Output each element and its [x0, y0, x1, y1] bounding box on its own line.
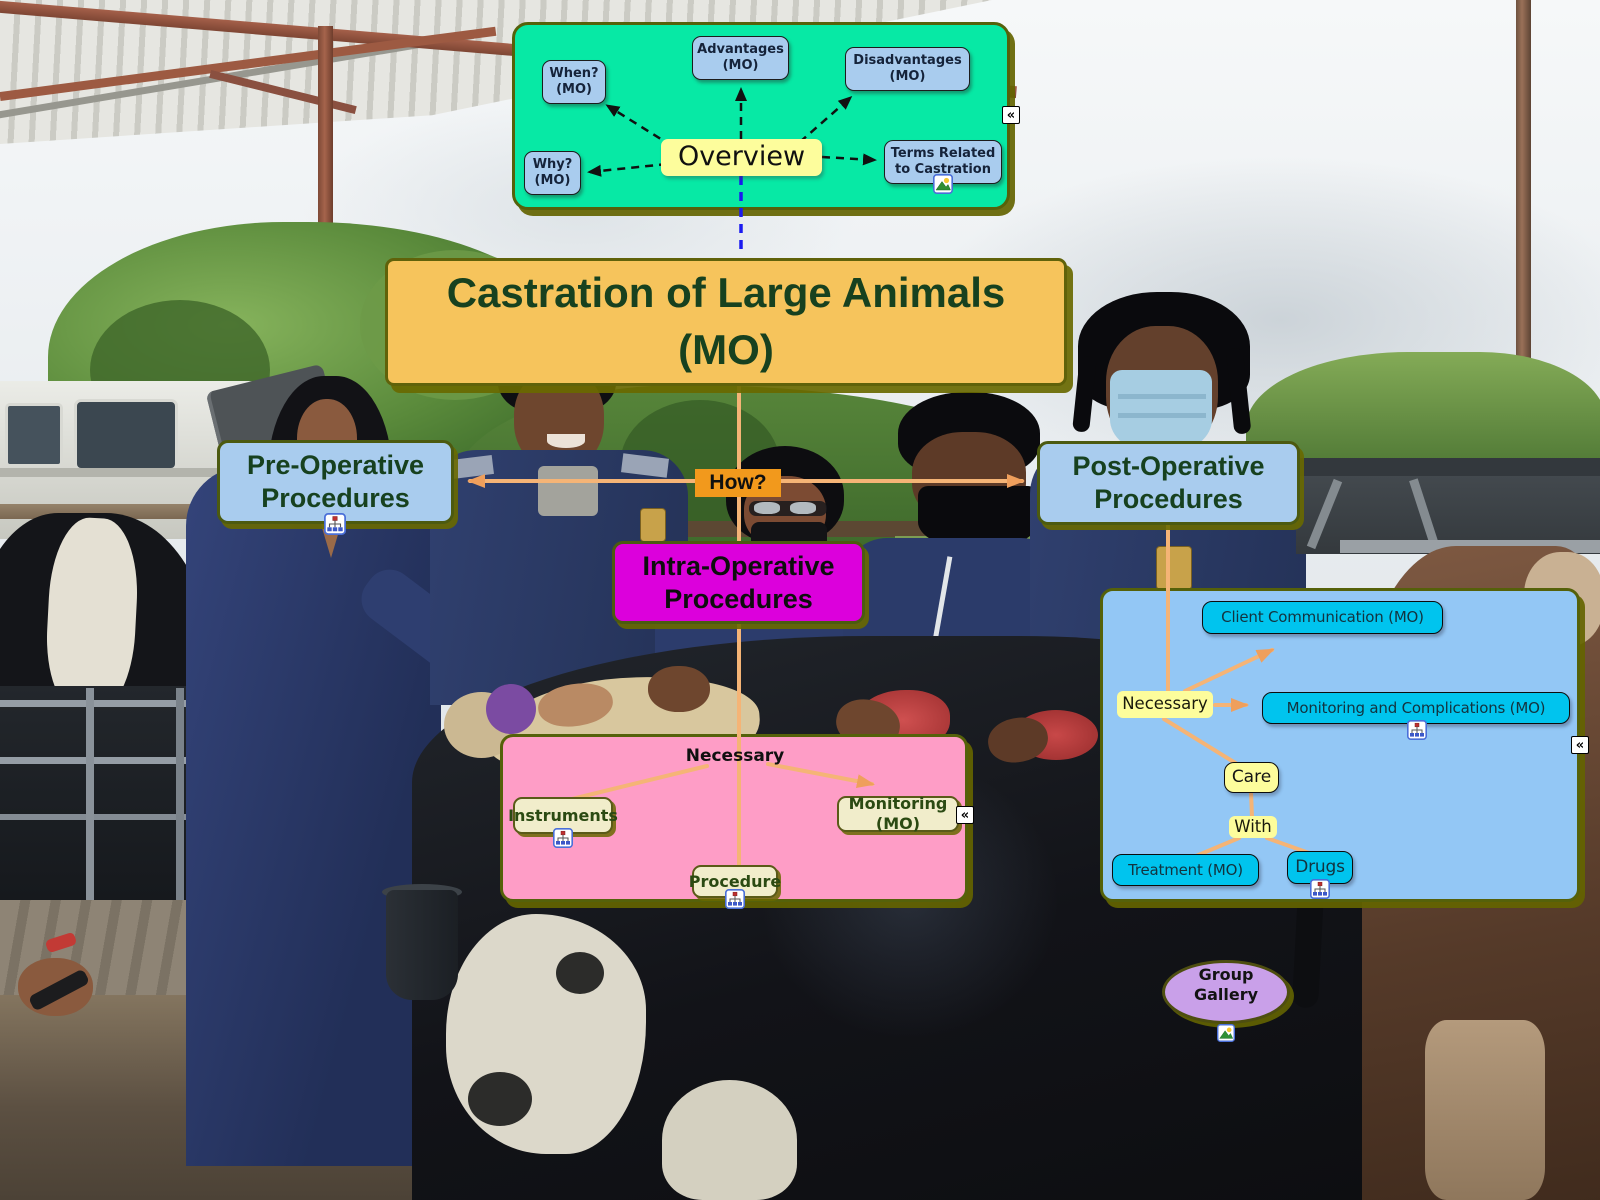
image-icon[interactable]: [933, 174, 953, 194]
concept-disadvantages[interactable]: Disadvantages (MO): [845, 47, 970, 91]
linking-phrase-how[interactable]: How?: [695, 469, 781, 497]
concept-treatment[interactable]: Treatment (MO): [1112, 854, 1259, 886]
concept-why[interactable]: Why? (MO): [524, 151, 581, 195]
pen-bar: [86, 688, 94, 910]
student-body: [186, 466, 441, 1166]
cow-leg: [1425, 1020, 1545, 1200]
linking-phrase-overview[interactable]: Overview: [661, 139, 822, 176]
submap-icon[interactable]: [553, 828, 573, 848]
group-gallery-label: Group Gallery: [1193, 965, 1259, 1004]
surgical-mask: [1110, 370, 1212, 452]
van-trim: [0, 468, 270, 477]
purple-rope: [486, 684, 536, 734]
concept-client-communication[interactable]: Client Communication (MO): [1202, 601, 1443, 634]
van-window: [5, 403, 63, 467]
metal-rail: [1296, 458, 1600, 476]
pen-bar: [176, 688, 184, 910]
cow-white-patch: [662, 1080, 797, 1200]
concept-post-operative[interactable]: Post-Operative Procedures: [1037, 441, 1300, 525]
concept-monitoring-mo[interactable]: Monitoring (MO): [837, 794, 959, 833]
glasses-glint: [754, 502, 780, 514]
collapse-icon-overview-group[interactable]: «: [1002, 106, 1020, 124]
linking-phrase-with[interactable]: With: [1229, 816, 1277, 838]
collapse-icon-post-group[interactable]: «: [1571, 736, 1589, 754]
concept-pre-operative[interactable]: Pre-Operative Procedures: [217, 440, 454, 524]
submap-icon[interactable]: [725, 889, 745, 909]
collapse-icon-intra-group[interactable]: «: [956, 806, 974, 824]
face-mask: [918, 486, 1038, 548]
student-smile: [547, 434, 585, 448]
concept-when[interactable]: When? (MO): [542, 60, 606, 104]
submap-icon[interactable]: [324, 513, 346, 535]
pen-bar: [0, 757, 216, 764]
van-window: [74, 399, 178, 471]
submap-icon[interactable]: [1407, 720, 1427, 740]
glasses-glint: [790, 502, 816, 514]
pen-bar: [0, 700, 216, 707]
cow-spot: [556, 952, 604, 994]
concept-procedure[interactable]: Procedure: [689, 865, 781, 898]
student-hand: [648, 666, 710, 712]
concept-advantages[interactable]: Advantages (MO): [692, 36, 789, 80]
concept-main-title[interactable]: Castration of Large Animals (MO): [385, 258, 1067, 386]
pen-bar: [0, 814, 216, 820]
cow-white-patch: [446, 914, 646, 1154]
concept-intra-operative[interactable]: Intra-Operative Procedures: [612, 541, 865, 624]
crest-patch: [640, 508, 666, 542]
concept-drugs[interactable]: Drugs: [1287, 851, 1353, 884]
mask-pleat: [1118, 413, 1206, 418]
concept-care[interactable]: Care: [1224, 762, 1279, 793]
crest-patch: [1156, 546, 1192, 590]
linking-phrase-necessary-intra[interactable]: Necessary: [685, 745, 785, 766]
student-shirt: [538, 466, 598, 516]
submap-icon[interactable]: [1310, 879, 1330, 899]
concept-group-gallery[interactable]: Group Gallery: [1162, 960, 1290, 1043]
bucket: [386, 890, 458, 1000]
image-icon[interactable]: [1217, 1005, 1235, 1043]
mask-pleat: [1118, 394, 1206, 399]
linking-phrase-necessary-post[interactable]: Necessary: [1117, 691, 1213, 718]
tree-foliage: [1246, 352, 1600, 477]
cow-spot: [468, 1072, 532, 1126]
